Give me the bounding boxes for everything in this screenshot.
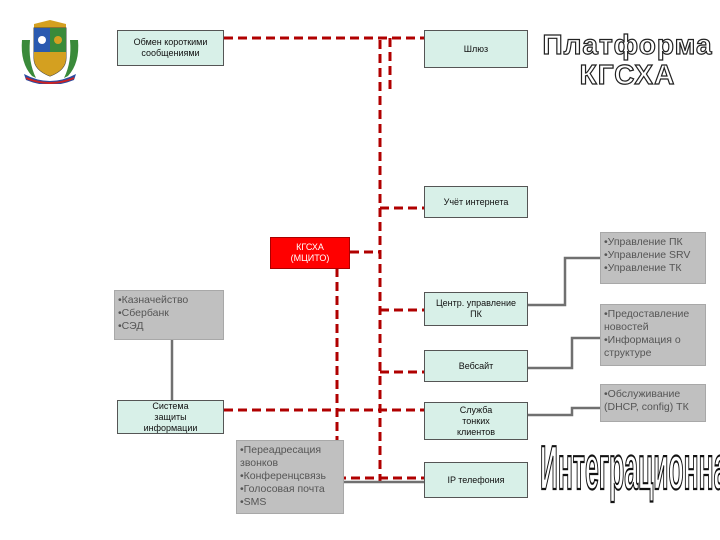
coat-of-arms-icon (21, 20, 79, 84)
pc-management-center-box: Центр. управление ПК (424, 292, 528, 326)
management-note: •Управление ПК •Управление SRV •Управлен… (600, 232, 706, 284)
website-info-item: •Предоставление новостей (604, 308, 690, 333)
website-info-note: •Предоставление новостей •Информация о с… (600, 304, 706, 366)
connector-website-info (528, 336, 600, 370)
security-system-box: Система защиты информации (117, 400, 224, 434)
sms-exchange-box: Обмен короткими сообщениями (117, 30, 224, 66)
connector-management-pc (528, 256, 600, 307)
telephony-item: •Переадресация звонков (240, 444, 322, 469)
thin-clients-box: Служба тонких клиентов (424, 402, 528, 440)
platform-title: Платформа КГСХА (540, 29, 715, 90)
management-item: •Управление ПК (604, 236, 683, 248)
maintenance-item: •Обслуживание (DHCP, config) ТК (604, 388, 689, 413)
telephony-item: •Голосовая почта (240, 483, 325, 495)
integration-title-text: Интеграционная (540, 434, 720, 504)
telephony-item: •SMS (240, 496, 267, 508)
kgsha-center-box: КГСХА (МЦИТО) (270, 237, 350, 269)
telephony-item: •Конференцсвязь (240, 470, 326, 482)
integration-title: Интеграционная (540, 434, 720, 508)
management-item: •Управление ТК (604, 262, 682, 274)
finance-item: •Сбербанк (118, 307, 169, 319)
platform-title-line1: Платформа (542, 29, 713, 60)
website-info-item: •Информация о структуре (604, 334, 681, 359)
platform-title-line2: КГСХА (579, 59, 676, 90)
website-box: Вебсайт (424, 350, 528, 382)
telephony-note: •Переадресация звонков •Конференцсвязь •… (236, 440, 344, 514)
finance-item: •Казначейство (118, 294, 189, 306)
connector-thin-maintenance (528, 406, 600, 417)
finance-note: •Казначейство •Сбербанк •СЭД (114, 290, 224, 340)
gateway-box: Шлюз (424, 30, 528, 68)
ip-telephony-box: IP телефония (424, 462, 528, 498)
finance-item: •СЭД (118, 320, 144, 332)
maintenance-note: •Обслуживание (DHCP, config) ТК (600, 384, 706, 422)
management-item: •Управление SRV (604, 249, 691, 261)
internet-accounting-box: Учёт интернета (424, 186, 528, 218)
